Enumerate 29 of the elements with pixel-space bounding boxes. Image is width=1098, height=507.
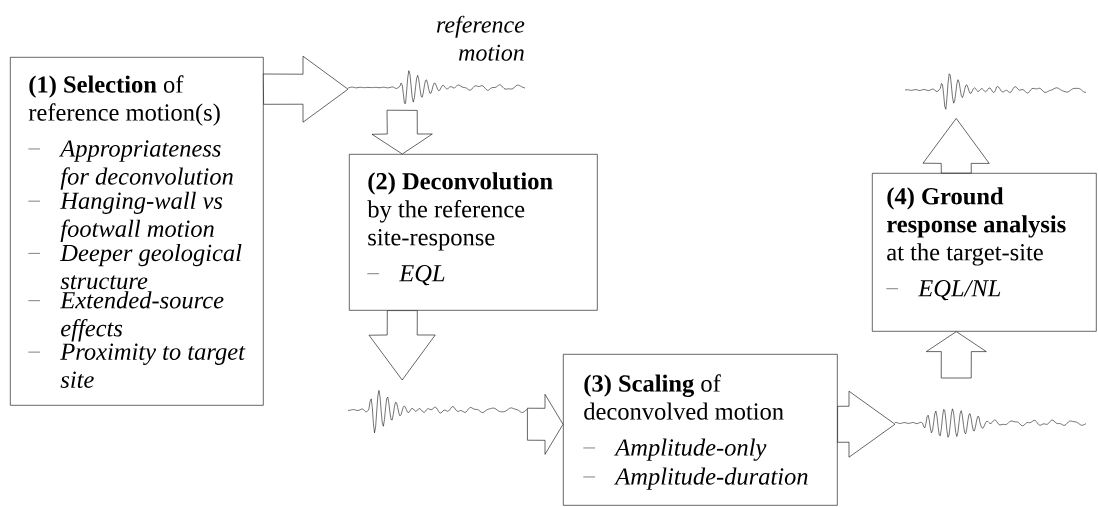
list-item: Deeper geological structure bbox=[60, 244, 242, 290]
process-box bbox=[563, 354, 838, 506]
caption-text: reference motion bbox=[436, 15, 525, 61]
box-heading: (3) Scaling of deconvolved motion bbox=[584, 374, 784, 420]
list-item: EQL bbox=[399, 265, 445, 286]
list-item: Appropriateness for deconvolution bbox=[58, 140, 233, 190]
list-item: Proximity to target site bbox=[60, 343, 246, 388]
block-arrow bbox=[371, 109, 433, 155]
list-item: EQL/NL bbox=[918, 280, 1001, 301]
process-box bbox=[872, 173, 1097, 332]
list-item: Extended-source effects bbox=[60, 291, 224, 342]
process-box bbox=[10, 57, 264, 406]
box-heading: (2) Deconvolution by the reference site-response bbox=[367, 172, 553, 251]
block-arrow bbox=[922, 118, 990, 174]
waveform-drawing bbox=[347, 70, 526, 104]
waveform-drawing bbox=[894, 408, 1087, 438]
block-arrow bbox=[527, 394, 564, 455]
list-item: Hanging-wall vs footwall motion bbox=[60, 191, 223, 242]
block-arrow bbox=[263, 55, 349, 123]
process-box bbox=[349, 154, 598, 311]
list-item: Amplitude-only bbox=[613, 438, 767, 461]
block-arrow bbox=[926, 331, 987, 379]
block-arrow bbox=[368, 310, 436, 381]
box-heading: (4) Ground response analysis at the target-site bbox=[886, 187, 1066, 266]
block-arrow bbox=[837, 390, 896, 458]
box-heading: (1) Selection of reference motion(s) bbox=[28, 75, 220, 126]
waveform-drawing bbox=[904, 73, 1087, 110]
waveform-drawing bbox=[347, 390, 528, 434]
list-item: Amplitude-duration bbox=[613, 467, 808, 490]
